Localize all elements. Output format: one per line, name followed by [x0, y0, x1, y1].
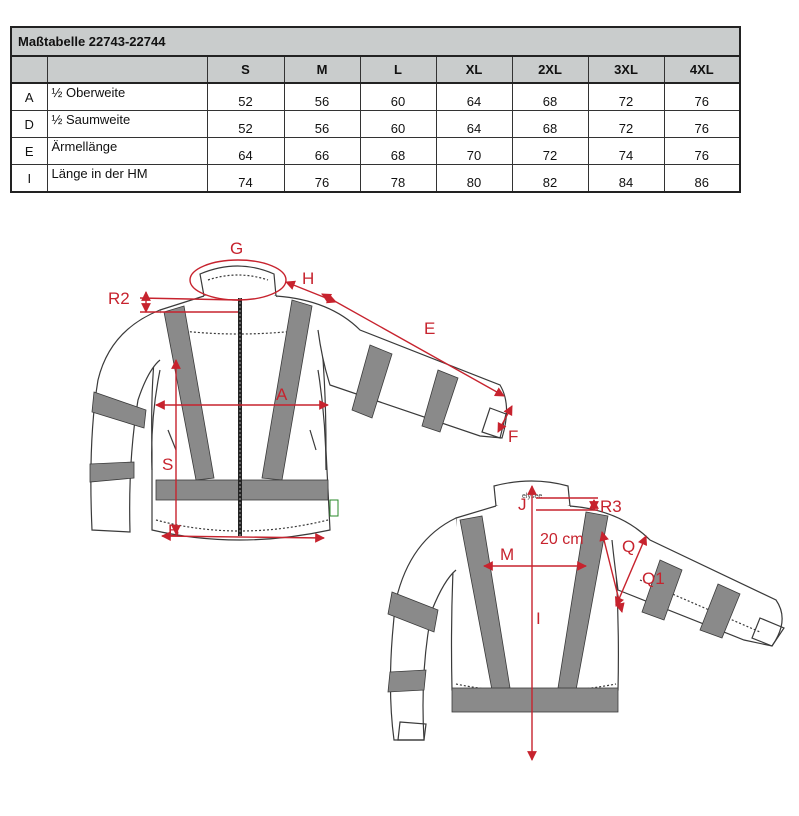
row-value: 72 — [511, 137, 589, 165]
table-row: A ½ Oberweite 52 56 60 64 68 72 76 — [10, 82, 741, 111]
front-measurements — [139, 259, 513, 543]
row-value: 60 — [359, 82, 437, 111]
row-value: 76 — [663, 82, 741, 111]
row-value: 72 — [587, 110, 665, 138]
row-value: 56 — [283, 110, 361, 138]
label-Q: Q — [622, 537, 635, 556]
row-value: 74 — [587, 137, 665, 165]
row-code: E — [10, 137, 48, 165]
row-value: 76 — [663, 137, 741, 165]
label-G: G — [230, 239, 243, 258]
label-R2: R2 — [108, 289, 130, 308]
row-value: 60 — [359, 110, 437, 138]
size-table: Maßtabelle 22743-22744 S M L XL 2XL 3XL … — [10, 26, 742, 193]
row-code: D — [10, 110, 48, 138]
row-value: 82 — [511, 164, 589, 193]
row-value: 80 — [435, 164, 513, 193]
label-B: B — [168, 521, 179, 540]
row-label: Länge in der HM — [46, 164, 208, 193]
row-value: 86 — [663, 164, 741, 193]
header-size: XL — [435, 55, 513, 84]
header-empty-label — [46, 55, 208, 84]
header-empty-code — [10, 55, 48, 84]
row-label: ½ Oberweite — [46, 82, 208, 111]
row-value: 76 — [663, 110, 741, 138]
care-label-icon — [329, 499, 339, 517]
row-value: 74 — [206, 164, 285, 193]
label-I: I — [536, 609, 541, 628]
row-label: Ärmellänge — [46, 137, 208, 165]
row-value: 66 — [283, 137, 361, 165]
table-row: I Länge in der HM 74 76 78 80 82 84 86 — [10, 164, 741, 193]
label-E: E — [424, 319, 435, 338]
row-value: 72 — [587, 82, 665, 111]
label-H: H — [302, 269, 314, 288]
row-value: 76 — [283, 164, 361, 193]
row-value: 84 — [587, 164, 665, 193]
row-value: 64 — [206, 137, 285, 165]
label-S: S — [162, 455, 173, 474]
table-title-row: Maßtabelle 22743-22744 — [10, 26, 741, 57]
header-size: 3XL — [587, 55, 665, 84]
row-value: 52 — [206, 110, 285, 138]
back-reflective-stripes — [387, 511, 741, 713]
jacket-technical-drawing: G H R2 E A S F B elysee J R3 20 cm M Q — [0, 200, 799, 816]
row-value: 78 — [359, 164, 437, 193]
row-value: 68 — [359, 137, 437, 165]
row-label: ½ Saumweite — [46, 110, 208, 138]
label-J: J — [518, 495, 527, 514]
back-measurements — [483, 485, 648, 761]
header-size: 4XL — [663, 55, 741, 84]
row-value: 70 — [435, 137, 513, 165]
row-value: 64 — [435, 82, 513, 111]
table-row: E Ärmellänge 64 66 68 70 72 74 76 — [10, 137, 741, 165]
table-title: Maßtabelle 22743-22744 — [10, 26, 741, 57]
label-M: M — [500, 545, 514, 564]
row-code: A — [10, 82, 48, 111]
row-code: I — [10, 164, 48, 193]
label-A: A — [276, 385, 288, 404]
row-value: 56 — [283, 82, 361, 111]
label-20cm: 20 cm — [540, 531, 584, 548]
row-value: 64 — [435, 110, 513, 138]
header-size: L — [359, 55, 437, 84]
row-value: 68 — [511, 82, 589, 111]
row-value: 68 — [511, 110, 589, 138]
table-header-row: S M L XL 2XL 3XL 4XL — [10, 55, 741, 84]
label-Q1: Q1 — [642, 569, 665, 588]
row-value: 52 — [206, 82, 285, 111]
header-size: S — [206, 55, 285, 84]
table-row: D ½ Saumweite 52 56 60 64 68 72 76 — [10, 110, 741, 138]
label-F: F — [508, 427, 518, 446]
header-size: M — [283, 55, 361, 84]
header-size: 2XL — [511, 55, 589, 84]
label-R3: R3 — [600, 497, 622, 516]
